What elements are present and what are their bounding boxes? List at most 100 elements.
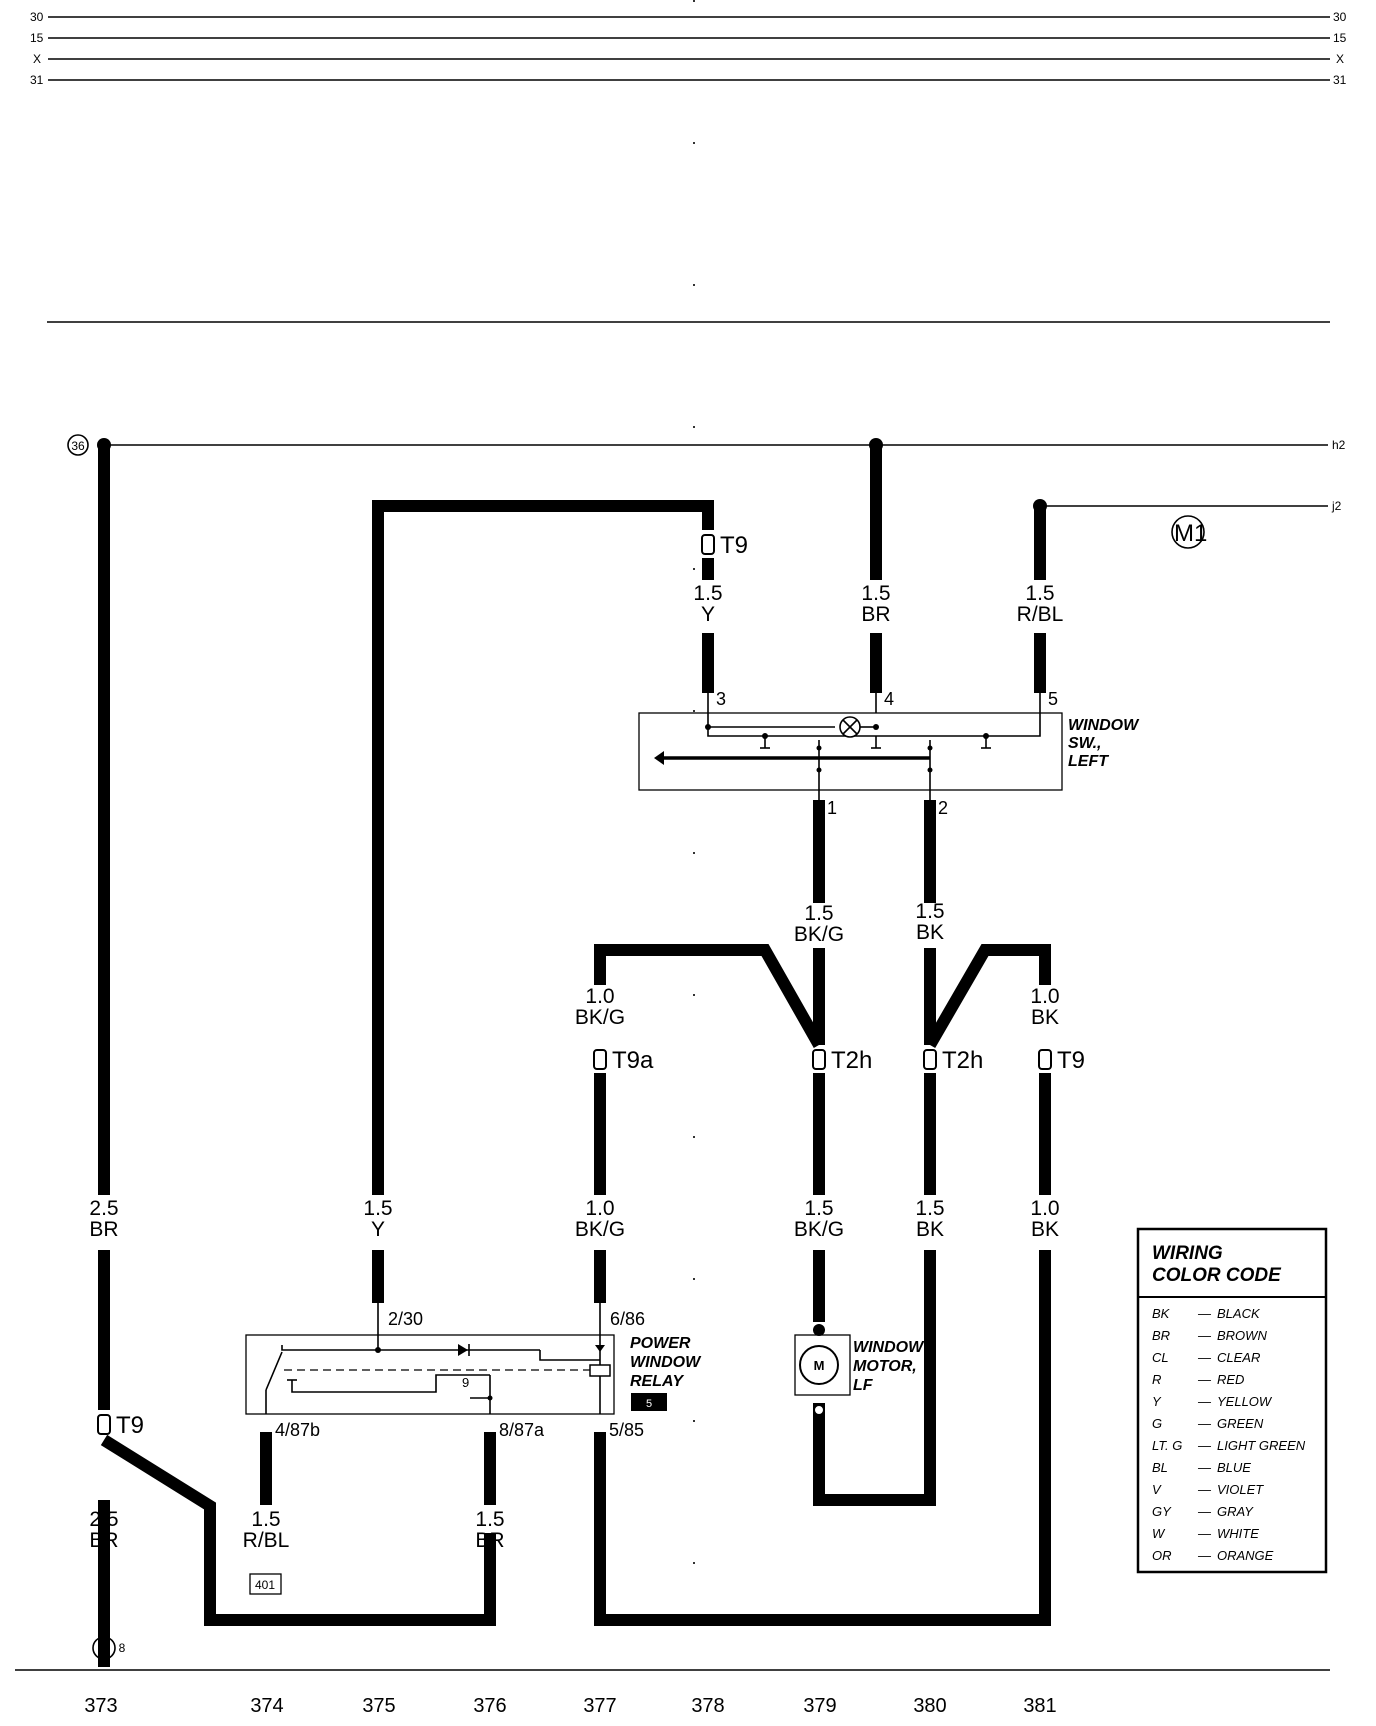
power-bus: 30 15 X 31 30 15 X 31 bbox=[30, 10, 1347, 87]
legend-dash: — bbox=[1197, 1306, 1212, 1321]
relay-coil-icon bbox=[589, 1364, 611, 1377]
grid-number: 379 bbox=[803, 1695, 836, 1717]
bus-label-right-30: 30 bbox=[1333, 10, 1347, 24]
legend-title-line-1: WIRING bbox=[1152, 1243, 1223, 1264]
connector-t9-373-label: T9 bbox=[116, 1412, 144, 1439]
legend-code: V bbox=[1152, 1482, 1162, 1497]
bus-label-right-31: 31 bbox=[1333, 73, 1347, 87]
wire-373-gauge: 2.5 bbox=[89, 1197, 118, 1220]
legend-dash: — bbox=[1197, 1482, 1212, 1497]
switch-arrow-icon bbox=[654, 751, 664, 765]
connector-t9-375-label: T9 bbox=[720, 532, 748, 559]
j2-label: j2 bbox=[1331, 499, 1342, 513]
switch-pin-2-node-b bbox=[927, 767, 933, 773]
connector-t9a-symbol bbox=[593, 1049, 607, 1070]
legend-color-name: CLEAR bbox=[1217, 1350, 1260, 1365]
legend-dash: — bbox=[1197, 1350, 1212, 1365]
switch-node-b bbox=[873, 724, 879, 730]
motor-box bbox=[794, 1334, 851, 1396]
legend-rows: BK—BLACKBR—BROWNCL—CLEARR—REDY—YELLOWG—G… bbox=[1152, 1306, 1306, 1563]
bus-label-right-x: X bbox=[1336, 52, 1344, 66]
legend-code: LT. G bbox=[1152, 1438, 1182, 1453]
relay-diode-icon bbox=[458, 1344, 468, 1356]
legend-code: Y bbox=[1152, 1394, 1162, 1409]
lamp-icon-cross-b bbox=[842, 719, 858, 735]
motor-icon bbox=[799, 1345, 839, 1385]
wire-373-low-gauge: 2.5 bbox=[89, 1508, 118, 1531]
legend-frame bbox=[1136, 1227, 1328, 1574]
legend-dash: — bbox=[1197, 1416, 1212, 1431]
fuse-5-label: 5 bbox=[646, 1398, 652, 1410]
switch-internal-bus bbox=[707, 713, 1041, 737]
wire-375-top-gauge: 1.5 bbox=[693, 582, 722, 605]
relay-switch-blade bbox=[265, 1351, 283, 1391]
grid-number: 381 bbox=[1023, 1695, 1056, 1717]
wire-380-low-color: BK bbox=[916, 1218, 944, 1241]
splice-379-top bbox=[869, 438, 883, 452]
switch-pin-1: 1 bbox=[827, 798, 837, 818]
legend-color-name: YELLOW bbox=[1217, 1394, 1273, 1409]
legend-code: R bbox=[1152, 1372, 1161, 1387]
legend-dash: — bbox=[1197, 1328, 1212, 1343]
grid-number: 373 bbox=[84, 1695, 117, 1717]
ground-point-36-circle bbox=[67, 434, 89, 456]
wire-380-mid-color: BK bbox=[916, 921, 944, 944]
wire-379-top-color: BR bbox=[861, 603, 890, 626]
switch-node-a bbox=[705, 724, 711, 730]
splice-373-top bbox=[97, 438, 111, 452]
wire-377-up-gauge: 1.0 bbox=[585, 985, 614, 1008]
legend-color-name: VIOLET bbox=[1217, 1482, 1264, 1497]
motor-terminal-bottom bbox=[813, 1404, 825, 1416]
relay-pin-585: 5/85 bbox=[609, 1420, 644, 1440]
window-switch-label-line-1: WINDOW bbox=[1068, 717, 1140, 734]
connector-t2h-379-symbol bbox=[812, 1049, 826, 1070]
wire-375-gauge: 1.5 bbox=[363, 1197, 392, 1220]
motor-terminal-top bbox=[813, 1324, 825, 1336]
window-switch-box bbox=[638, 712, 1063, 791]
wire-379-mid-gauge: 1.5 bbox=[804, 902, 833, 925]
legend-color-name: WHITE bbox=[1217, 1526, 1259, 1541]
legend-code: G bbox=[1152, 1416, 1162, 1431]
legend-code: BL bbox=[1152, 1460, 1168, 1475]
relay-coil-diode bbox=[595, 1345, 605, 1352]
legend-color-name: GREEN bbox=[1217, 1416, 1264, 1431]
window-switch-left: 3 4 5 1 2 WINDOW SW., LEFT bbox=[638, 689, 1140, 818]
legend-color-name: BROWN bbox=[1217, 1328, 1267, 1343]
relay-label-line-3: RELAY bbox=[630, 1373, 684, 1390]
wire-381-crossover bbox=[924, 944, 1051, 1049]
wire-377-ground-loop bbox=[594, 1250, 1051, 1626]
h2-label: h2 bbox=[1332, 438, 1346, 452]
motor-label-line-1: WINDOW bbox=[853, 1339, 925, 1356]
wire-379-mid-color: BK/G bbox=[794, 923, 844, 946]
wire-380-low-gauge: 1.5 bbox=[915, 1197, 944, 1220]
wire-labels: 1.5 Y 1.5 BR 1.5 R/BL 1.5 BK/G 1.5 BK 1.… bbox=[89, 582, 1063, 1552]
motor-label-line-2: MOTOR, bbox=[853, 1358, 917, 1375]
ref-box-401-label: 401 bbox=[255, 1578, 275, 1592]
window-switch-label-line-2: SW., bbox=[1068, 735, 1101, 752]
connector-t2h-380-symbol bbox=[923, 1049, 937, 1070]
legend-color-name: LIGHT GREEN bbox=[1217, 1438, 1306, 1453]
switch-pin-2-node bbox=[927, 745, 933, 751]
window-motor: M WINDOW MOTOR, LF bbox=[794, 1324, 925, 1416]
relay-contact-node bbox=[487, 1395, 493, 1401]
grid-number: 376 bbox=[473, 1695, 506, 1717]
legend-dash: — bbox=[1197, 1460, 1212, 1475]
ground-point-8-label: 8 bbox=[119, 1641, 126, 1655]
legend-color-name: ORANGE bbox=[1217, 1548, 1274, 1563]
switch-pin-2: 2 bbox=[938, 798, 948, 818]
connector-t9a-label: T9a bbox=[612, 1047, 654, 1074]
wire-381-low-color: BK bbox=[1031, 1218, 1059, 1241]
wire-379-low-color: BK/G bbox=[794, 1218, 844, 1241]
bus-label-left-30: 30 bbox=[30, 10, 44, 24]
wire-376-gauge: 1.5 bbox=[475, 1508, 504, 1531]
wire-374-color: R/BL bbox=[243, 1529, 290, 1552]
wire-373-branch bbox=[100, 1434, 496, 1626]
legend-code: OR bbox=[1152, 1548, 1172, 1563]
grid-number: 380 bbox=[913, 1695, 946, 1717]
grid-number: 374 bbox=[250, 1695, 283, 1717]
legend-color-name: BLUE bbox=[1217, 1460, 1251, 1475]
window-switch-label-line-3: LEFT bbox=[1068, 753, 1109, 770]
wire-380-mid-gauge: 1.5 bbox=[915, 900, 944, 923]
legend-dash: — bbox=[1197, 1438, 1212, 1453]
connector-t2h-380-label: T2h bbox=[942, 1047, 983, 1074]
